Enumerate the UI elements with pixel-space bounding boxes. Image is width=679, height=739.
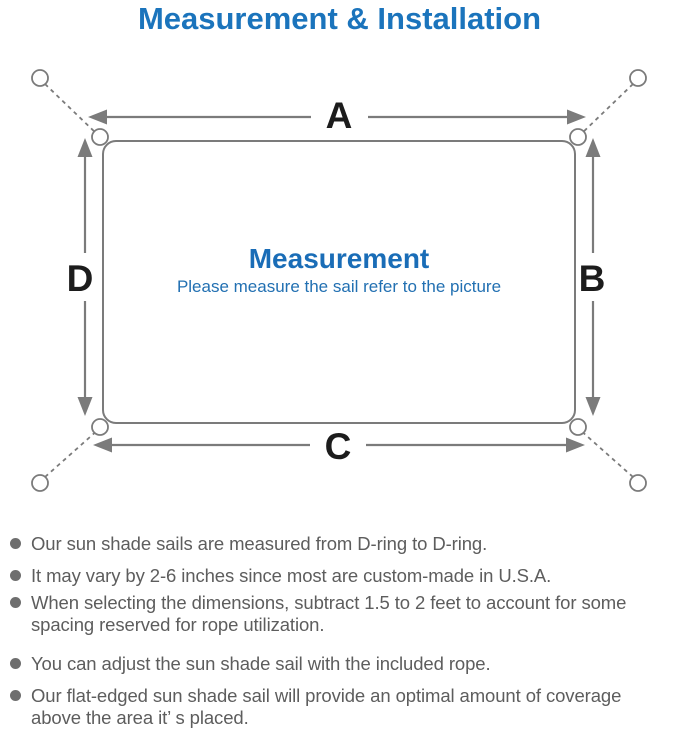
diagram-center-subtitle: Please measure the sail refer to the pic… [177,277,501,296]
bullet-dot-icon [10,597,21,608]
arrowhead-down-icon [585,397,601,416]
arrowhead-left-icon [93,437,112,453]
dimension-arrow-bottom: C [93,426,585,467]
bullet-dot-icon [10,690,21,701]
note-text: You can adjust the sun shade sail with t… [31,653,491,674]
dimension-arrow-right: B [579,138,606,416]
bullet-dot-icon [10,570,21,581]
list-item: Our flat-edged sun shade sail will provi… [10,685,667,729]
bullet-dot-icon [10,538,21,549]
note-text: When selecting the dimensions, subtract … [31,592,627,635]
d-ring-icon-top-left [91,128,109,146]
notes-list: Our sun shade sails are measured from D-… [10,533,667,739]
rope-dashed-line-top-right [578,83,634,137]
d-ring-icon-top-right [569,128,587,146]
anchor-point-icon-bottom-right [629,474,647,492]
page-title: Measurement & Installation [137,1,542,36]
note-text: Our sun shade sails are measured from D-… [31,533,488,554]
arrowhead-down-icon [77,397,93,416]
list-item: It may vary by 2-6 inches since most are… [10,565,667,587]
anchor-point-icon-bottom-left [31,474,49,492]
diagram-center-heading: Measurement [249,243,430,274]
dimension-label-c: C [325,426,352,467]
arrowhead-right-icon [566,437,585,453]
arrowhead-up-icon [77,138,93,157]
rope-dashed-line-bottom-right [578,428,634,478]
bullet-dot-icon [10,658,21,669]
dimension-label-b: B [579,258,606,299]
note-text: It may vary by 2-6 inches since most are… [31,565,552,586]
arrowhead-up-icon [585,138,601,157]
d-ring-icon-bottom-left [91,418,109,436]
list-item: You can adjust the sun shade sail with t… [10,653,667,675]
arrowhead-right-icon [567,109,586,125]
dimension-arrow-left: D [67,138,94,416]
measurement-diagram: A C D B Measurement Please meas [31,69,647,492]
dimension-label-a: A [326,95,353,136]
arrowhead-left-icon [88,109,107,125]
rope-dashed-line-bottom-left [44,428,100,478]
anchor-point-icon-top-right [629,69,647,87]
d-ring-icon-bottom-right [569,418,587,436]
list-item: Our sun shade sails are measured from D-… [10,533,667,555]
anchor-point-icon-top-left [31,69,49,87]
note-text: Our flat-edged sun shade sail will provi… [31,685,622,728]
list-item: When selecting the dimensions, subtract … [10,592,667,636]
shade-sail-outline [102,140,576,424]
rope-dashed-line-top-left [44,83,100,137]
dimension-arrow-top: A [88,95,586,136]
dimension-label-d: D [67,258,94,299]
